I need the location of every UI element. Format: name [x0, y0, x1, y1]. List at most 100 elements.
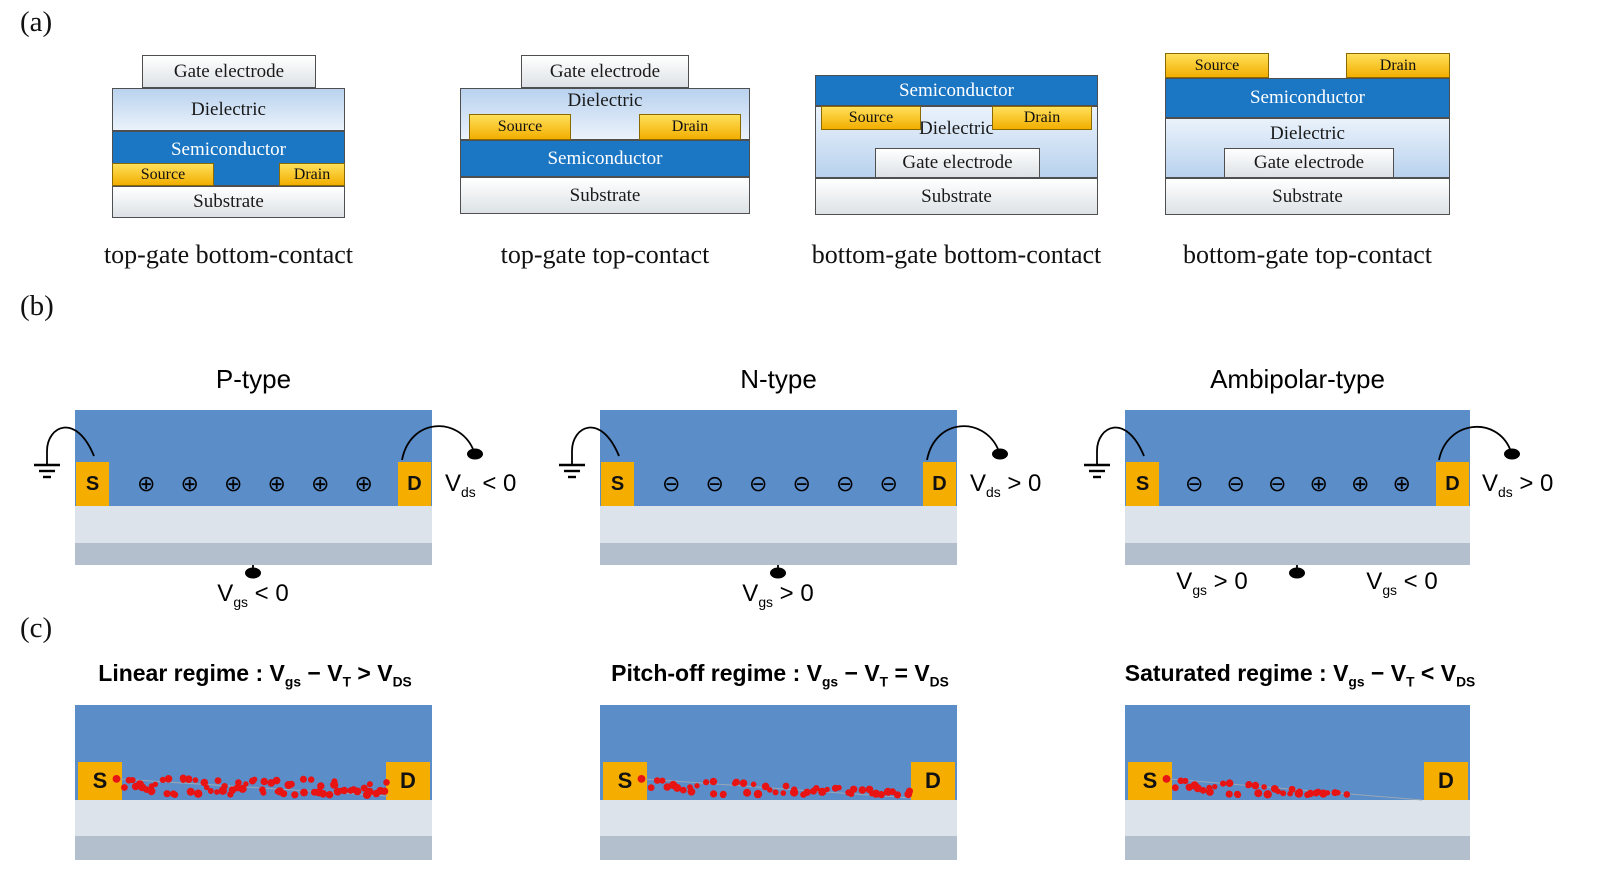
substrate-label: Substrate [569, 184, 641, 206]
charge-symbol: ⊖ [835, 471, 855, 497]
regime-title: Saturated regime : Vgs − VT < VDS [1124, 660, 1476, 690]
semiconductor-body [600, 410, 957, 506]
dielectric-layer: Dielectric [112, 88, 345, 131]
charge-symbol: ⊖ [662, 471, 681, 497]
panel-title: P-type [215, 364, 292, 394]
ground-icon [1084, 463, 1110, 479]
panel-p-type: P-type S D ⊕⊕⊕⊕⊕⊕ Vds < 0 Vgs < 0 [20, 352, 550, 622]
charge-symbol: ⊖ [1226, 471, 1245, 497]
drain-contact: D [1424, 762, 1468, 800]
semiconductor-body [1125, 705, 1470, 800]
gate-slab [600, 543, 957, 565]
semiconductor-body [75, 705, 432, 800]
vgs-node-icon [1289, 567, 1305, 579]
drain-label: Drain [293, 165, 331, 183]
substrate-layer: Substrate [112, 186, 345, 218]
dielectric-slab [75, 506, 432, 543]
vgs-right-label: Vgs < 0 [1366, 568, 1438, 598]
charge-symbol: ⊖ [1268, 471, 1287, 497]
device-caption: top-gate top-contact [500, 240, 710, 269]
source-contact: S [603, 762, 647, 800]
ground-icon [559, 463, 585, 479]
dielectric-slab [600, 506, 957, 543]
gate-electrode-layer: Gate electrode [142, 55, 316, 88]
device-bottom-gate-bottom-contact: Semiconductor Dielectric Source Drain Ga… [815, 75, 1098, 215]
source-label: Source [140, 165, 186, 183]
device-bottom-gate-top-contact: Source Drain Semiconductor Dielectric Ga… [1165, 53, 1450, 215]
charge-carriers: ⊖ ⊖ ⊖ ⊖ ⊖ ⊖ [637, 464, 923, 504]
source-contact: S [1128, 762, 1172, 800]
gate-electrode-label: Gate electrode [1253, 152, 1365, 173]
source-label: Source [497, 118, 543, 135]
vgs-label: Vgs < 0 [217, 580, 289, 610]
semiconductor-layer: Semiconductor Source Drain [112, 131, 345, 186]
device-top-gate-bottom-contact: Gate electrode Dielectric Semiconductor … [112, 53, 345, 218]
panel-saturated-regime: Saturated regime : Vgs − VT < VDS S D [1070, 650, 1600, 880]
drain-label: Drain [1023, 109, 1061, 126]
section-c-label: (c) [20, 612, 53, 644]
ground-icon [34, 463, 60, 479]
drain-contact: Drain [992, 106, 1092, 130]
vds-label: Vds < 0 [445, 470, 517, 500]
gate-electrode-layer: Gate electrode [1224, 148, 1394, 178]
gate-electrode-label: Gate electrode [902, 152, 1013, 173]
vgs-left-label: Vgs > 0 [1176, 568, 1248, 598]
drain-contact: Drain [1346, 53, 1450, 78]
device-top-gate-top-contact: Gate electrode Dielectric Source Drain S… [460, 53, 750, 214]
source-contact: Source [112, 163, 214, 186]
charge-symbol: ⊖ [792, 471, 811, 497]
semiconductor-body [1125, 410, 1470, 506]
dielectric-label: Dielectric [1270, 123, 1345, 144]
charge-symbol: ⊕ [354, 471, 373, 497]
charge-symbol: ⊕ [1392, 471, 1411, 497]
device-caption: bottom-gate bottom-contact [811, 240, 1102, 269]
dielectric-layer: Dielectric Source Drain Gate electrode [815, 106, 1098, 178]
gate-electrode-label: Gate electrode [549, 60, 661, 82]
charge-symbol: ⊕ [224, 471, 243, 497]
vds-node-icon [467, 448, 483, 460]
section-a-label: (a) [20, 6, 53, 38]
section-b-label: (b) [20, 290, 54, 322]
charge-symbol: ⊖ [749, 471, 768, 497]
panel-linear-regime: Linear regime : Vgs − VT > VDS S D [20, 650, 550, 880]
charge-symbol: ⊖ [879, 471, 898, 497]
gate-electrode-layer: Gate electrode [875, 148, 1040, 178]
drain-label: Drain [671, 118, 709, 135]
charge-symbol: ⊖ [1185, 471, 1204, 497]
drain-contact: Drain [279, 163, 345, 186]
semiconductor-label: Semiconductor [898, 79, 1015, 101]
vds-label: Vds > 0 [970, 470, 1042, 500]
semiconductor-layer: Semiconductor [460, 140, 750, 177]
drain-contact: D [1436, 462, 1469, 506]
semiconductor-layer: Semiconductor [1165, 78, 1450, 118]
gate-electrode-label: Gate electrode [173, 60, 285, 82]
regime-title: Linear regime : Vgs − VT > VDS [98, 660, 412, 690]
semiconductor-label: Semiconductor [547, 147, 663, 169]
gate-slab [600, 836, 957, 860]
gate-slab [75, 543, 432, 565]
substrate-label: Substrate [1272, 185, 1343, 207]
substrate-label: Substrate [921, 185, 992, 207]
charge-symbol: ⊕ [180, 471, 199, 497]
dielectric-label: Dielectric [919, 118, 994, 139]
vgs-node-icon [770, 567, 786, 579]
source-contact: Source [1165, 53, 1269, 78]
panel-n-type: N-type S D ⊖⊖⊖⊖⊖⊖ Vds > 0 Vgs > 0 [545, 352, 1075, 622]
gate-slab [1125, 543, 1470, 565]
gate-electrode-layer: Gate electrode [521, 55, 689, 88]
source-contact: S [76, 462, 109, 506]
source-contact: S [78, 762, 122, 800]
semiconductor-label: Semiconductor [1249, 87, 1366, 108]
charge-symbol: ⊕ [1309, 471, 1328, 497]
substrate-layer: Substrate [460, 177, 750, 214]
dielectric-slab [75, 800, 432, 836]
source-label: Source [1194, 56, 1240, 74]
dielectric-layer: Dielectric Gate electrode [1165, 118, 1450, 178]
charge-symbol: ⊖ [705, 471, 724, 497]
semiconductor-body [600, 705, 957, 800]
device-caption: bottom-gate top-contact [1182, 240, 1433, 269]
vgs-node-icon [245, 567, 261, 579]
vds-label: Vds > 0 [1482, 470, 1554, 500]
source-label: Source [848, 109, 894, 126]
